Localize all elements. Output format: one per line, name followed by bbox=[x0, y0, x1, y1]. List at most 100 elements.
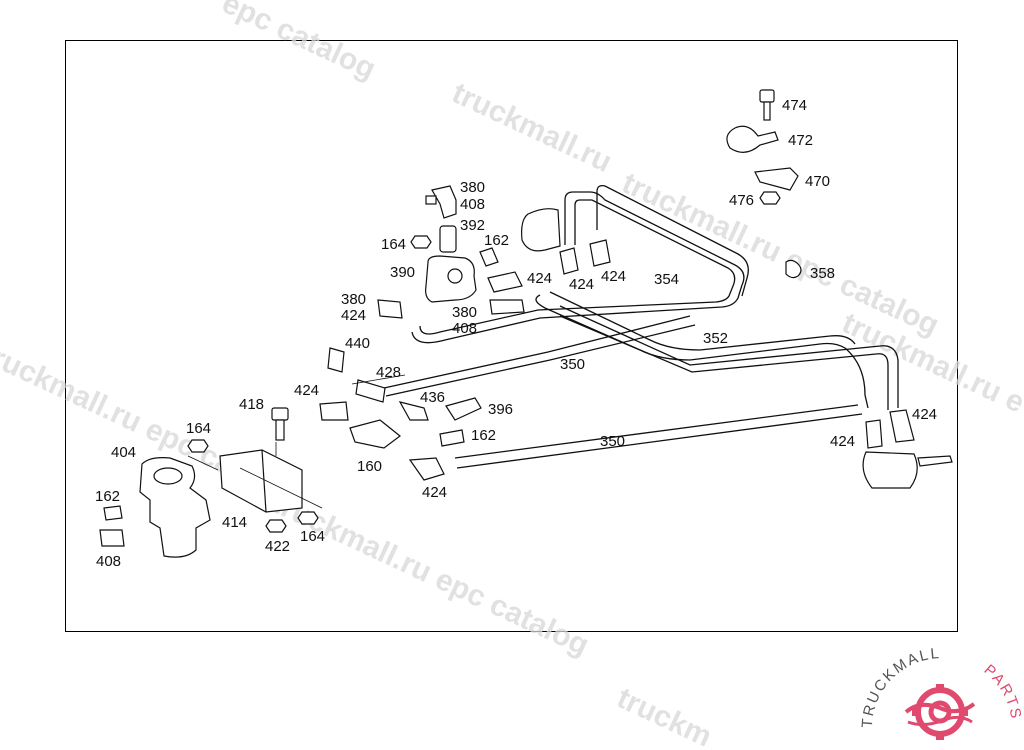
pipe-350-upper-b bbox=[385, 324, 696, 397]
callout-408: 408 bbox=[96, 553, 121, 570]
bracket-414-icon bbox=[219, 449, 303, 513]
bolt-418-icon bbox=[271, 407, 289, 421]
callout-350: 350 bbox=[600, 433, 625, 450]
clip-358-icon bbox=[785, 259, 802, 279]
pipe-350-lower bbox=[454, 404, 859, 459]
pipe-354 bbox=[411, 191, 745, 344]
callout-162: 162 bbox=[95, 488, 120, 505]
callout-380: 380 bbox=[452, 304, 477, 321]
callout-396: 396 bbox=[488, 401, 513, 418]
fitting-424-icon bbox=[889, 409, 915, 443]
watermark-text: truckmall.ru epc catalog bbox=[267, 486, 594, 662]
parts bbox=[99, 89, 953, 558]
elbow-380-icon bbox=[431, 185, 457, 219]
callout-408: 408 bbox=[460, 196, 485, 213]
leader-line bbox=[239, 467, 323, 509]
watermark-text: truckmall.ru bbox=[447, 76, 617, 178]
elbow-380-icon bbox=[489, 299, 525, 315]
callouts: 474 472 470 476 358 380 408 392 164 162 … bbox=[95, 97, 937, 570]
pipe-350-upper bbox=[383, 315, 691, 389]
valve-390-port bbox=[447, 268, 463, 284]
callout-474: 474 bbox=[782, 97, 807, 114]
callout-424: 424 bbox=[830, 433, 855, 450]
fitting-408-icon bbox=[99, 529, 125, 547]
callout-424: 424 bbox=[569, 276, 594, 293]
elbow-380-nozzle bbox=[425, 195, 437, 205]
nut-164-icon bbox=[187, 439, 209, 453]
bracket-414-fold bbox=[261, 449, 267, 513]
callout-164: 164 bbox=[381, 236, 406, 253]
fitting-424-icon bbox=[865, 419, 883, 449]
nut-164-icon bbox=[410, 235, 432, 249]
callout-424: 424 bbox=[341, 307, 366, 324]
fitting-436-icon bbox=[398, 401, 429, 421]
gear-icon bbox=[904, 684, 976, 740]
logo-text-dark: TRUCKMALL bbox=[859, 645, 942, 729]
callout-436: 436 bbox=[420, 389, 445, 406]
bolt-418-shank bbox=[275, 419, 285, 441]
callout-160: 160 bbox=[357, 458, 382, 475]
callout-390: 390 bbox=[390, 264, 415, 281]
callout-470: 470 bbox=[805, 173, 830, 190]
pipe-352-c bbox=[559, 305, 899, 408]
callout-380: 380 bbox=[341, 291, 366, 308]
callout-424: 424 bbox=[422, 484, 447, 501]
pipes bbox=[383, 184, 899, 469]
callout-392: 392 bbox=[460, 217, 485, 234]
callout-418: 418 bbox=[239, 396, 264, 413]
bracket-470-icon bbox=[754, 167, 799, 191]
fitting-424-icon bbox=[589, 239, 611, 267]
fitting-424-icon bbox=[559, 247, 579, 275]
pipe-352-d bbox=[559, 315, 889, 410]
callout-414: 414 bbox=[222, 514, 247, 531]
tee-160-icon bbox=[349, 419, 401, 449]
callout-404: 404 bbox=[111, 444, 136, 461]
callout-352: 352 bbox=[703, 330, 728, 347]
nut-476-icon bbox=[759, 191, 781, 205]
callout-350: 350 bbox=[560, 356, 585, 373]
watermark-text: truckmall.ru epc catalog bbox=[617, 166, 944, 342]
callout-428: 428 bbox=[376, 364, 401, 381]
watermark-text: truckm bbox=[612, 681, 717, 750]
fitting-396-icon bbox=[445, 397, 482, 421]
callout-354: 354 bbox=[654, 271, 679, 288]
bolt-474-shank bbox=[763, 101, 771, 121]
hose-end-icon bbox=[862, 451, 918, 489]
pipe-354-outer bbox=[596, 184, 749, 297]
callout-358: 358 bbox=[810, 265, 835, 282]
nut-422-icon bbox=[265, 519, 287, 533]
callout-162: 162 bbox=[471, 427, 496, 444]
leader-line bbox=[187, 455, 219, 471]
callout-162: 162 bbox=[484, 232, 509, 249]
fitting-440-icon bbox=[327, 347, 345, 373]
truckmall-logo: TRUCKMALL PARTS bbox=[859, 645, 1023, 740]
callout-440: 440 bbox=[345, 335, 370, 352]
callout-424: 424 bbox=[912, 406, 937, 423]
watermark-text: epc catalog bbox=[217, 0, 381, 86]
bolt-162-icon bbox=[479, 247, 499, 267]
callout-164: 164 bbox=[186, 420, 211, 437]
valve-404-cap bbox=[153, 467, 183, 485]
callout-472: 472 bbox=[788, 132, 813, 149]
callout-424: 424 bbox=[527, 270, 552, 287]
fitting-392-icon bbox=[439, 225, 457, 253]
callout-476: 476 bbox=[729, 192, 754, 209]
bracket-icon bbox=[917, 455, 953, 467]
callout-380: 380 bbox=[460, 179, 485, 196]
callout-422: 422 bbox=[265, 538, 290, 555]
bolt-162-icon bbox=[439, 429, 465, 447]
bolt-162-icon bbox=[103, 505, 123, 521]
fitting-424-icon bbox=[408, 457, 445, 481]
bolt-474-icon bbox=[759, 89, 775, 103]
callout-424: 424 bbox=[294, 382, 319, 399]
hose-end-icon bbox=[521, 208, 561, 252]
callout-164: 164 bbox=[300, 528, 325, 545]
nut-164-icon bbox=[297, 511, 319, 525]
fitting-424-icon bbox=[319, 401, 349, 421]
leader-line bbox=[351, 374, 406, 385]
clamp-472-icon bbox=[726, 125, 779, 153]
diagram-frame bbox=[65, 40, 958, 632]
leader-lines bbox=[187, 374, 406, 509]
